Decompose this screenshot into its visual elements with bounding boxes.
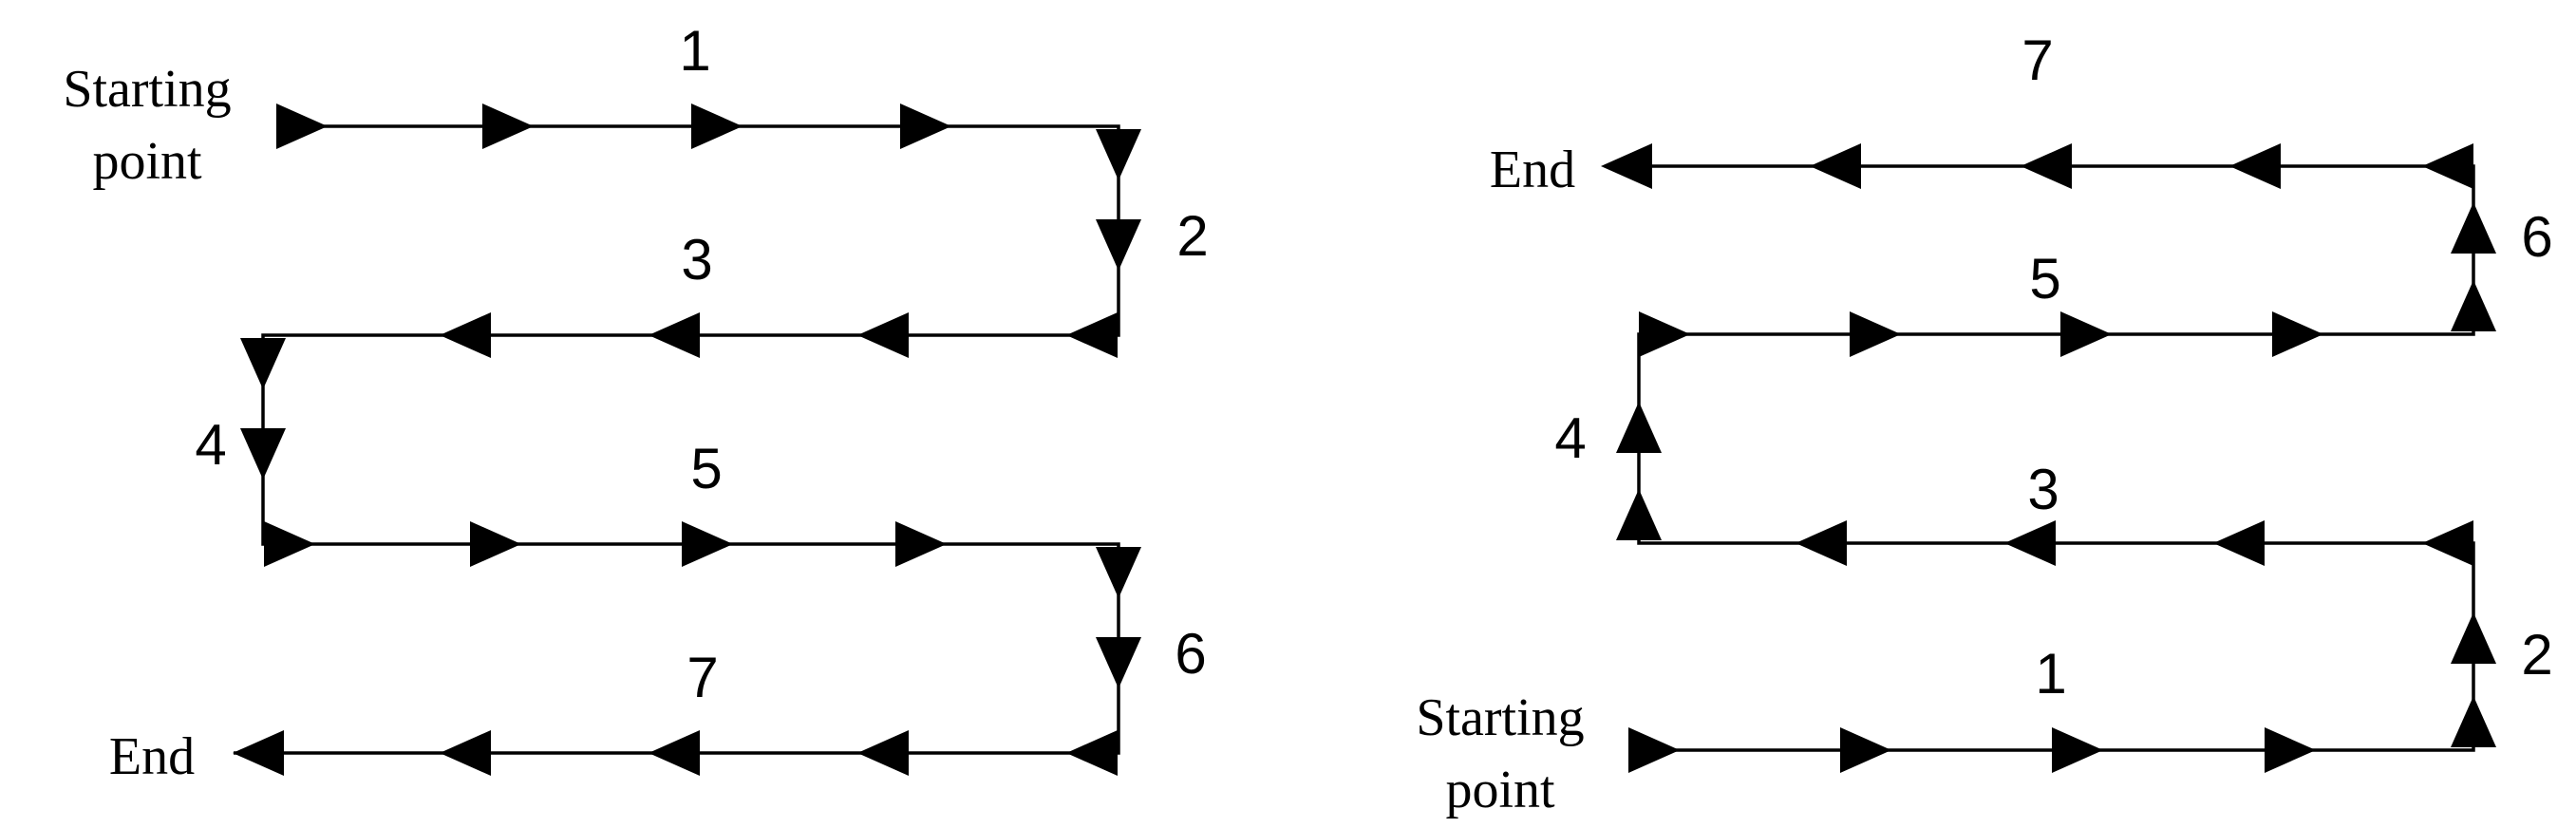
arrow-right-icon [1840, 727, 1891, 773]
arrow-up-icon [1616, 402, 1662, 453]
arrow-right-icon [470, 521, 521, 567]
arrow-up-icon [2451, 696, 2496, 747]
arrow-up-icon [1616, 489, 1662, 540]
arrow-right-icon [276, 104, 328, 149]
arrow-left-icon [2229, 143, 2281, 189]
segment-number-label: 7 [2021, 28, 2053, 92]
segment-number-label: 5 [690, 437, 722, 500]
arrow-left-icon [857, 730, 909, 776]
arrow-left-icon [2021, 143, 2072, 189]
arrow-down-icon [240, 338, 286, 389]
starting-point-label: Starting [63, 60, 231, 119]
segment-number-label: 6 [2521, 205, 2552, 269]
starting-point-label: point [1445, 761, 1555, 819]
arrow-left-icon [440, 730, 491, 776]
arrow-left-icon [1066, 312, 1118, 358]
arrow-left-icon [1601, 143, 1652, 189]
arrow-down-icon [1096, 547, 1141, 598]
arrow-up-icon [2451, 202, 2496, 254]
segment-number-label: 4 [195, 413, 226, 477]
arrow-left-icon [1810, 143, 1861, 189]
arrow-right-icon [1850, 311, 1901, 357]
segment-number-label: 3 [2027, 458, 2059, 521]
arrow-left-icon [1796, 520, 1847, 566]
segment-number-label: 2 [1176, 204, 1208, 268]
arrow-right-icon [2060, 311, 2112, 357]
segment-number-label: 5 [2029, 247, 2060, 310]
segment-number-label: 6 [1175, 622, 1206, 686]
end-label: End [109, 727, 195, 786]
arrow-left-icon [2213, 520, 2265, 566]
starting-point-label: point [92, 132, 202, 191]
route-line [234, 124, 1120, 755]
starting-point-label: Starting [1416, 688, 1584, 747]
arrow-right-icon [1628, 727, 1680, 773]
arrow-right-icon [895, 521, 947, 567]
arrow-left-icon [2422, 520, 2473, 566]
arrow-down-icon [240, 428, 286, 480]
arrow-right-icon [900, 104, 951, 149]
arrow-right-icon [2272, 311, 2323, 357]
arrow-right-icon [2052, 727, 2103, 773]
arrow-down-icon [1096, 129, 1141, 180]
arrow-left-icon [2004, 520, 2056, 566]
arrow-left-icon [440, 312, 491, 358]
arrow-down-icon [1096, 637, 1141, 688]
arrow-right-icon [1639, 311, 1690, 357]
segment-number-label: 2 [2521, 623, 2552, 687]
segment-number-label: 1 [2035, 642, 2066, 706]
arrow-right-icon [482, 104, 534, 149]
arrow-left-icon [649, 730, 700, 776]
arrow-right-icon [264, 521, 315, 567]
arrow-left-icon [649, 312, 700, 358]
arrow-down-icon [1096, 219, 1141, 271]
segment-number-label: 4 [1554, 406, 1586, 470]
arrow-right-icon [2265, 727, 2316, 773]
segment-number-label: 7 [686, 646, 718, 709]
end-label: End [1490, 141, 1575, 199]
arrow-right-icon [682, 521, 733, 567]
arrow-up-icon [2451, 612, 2496, 664]
arrow-up-icon [2451, 280, 2496, 331]
arrow-left-icon [233, 730, 284, 776]
segment-number-label: 3 [681, 228, 712, 292]
segment-number-label: 1 [679, 19, 710, 83]
arrow-left-icon [1066, 730, 1118, 776]
arrow-left-icon [857, 312, 909, 358]
arrow-left-icon [2422, 143, 2473, 189]
arrow-right-icon [691, 104, 743, 149]
